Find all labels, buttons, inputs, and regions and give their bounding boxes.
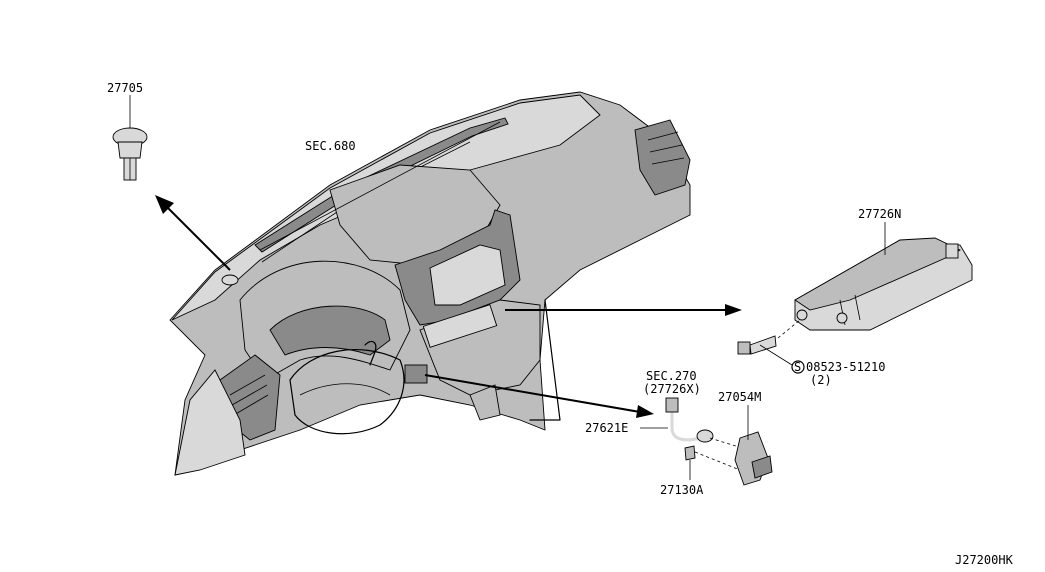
label-sec-270-ref: (27726X) (643, 382, 701, 396)
label-27621E: 27621E (585, 421, 628, 435)
label-bolt-symbol: S (794, 360, 801, 374)
label-08523-51210: 08523-51210 (806, 360, 885, 374)
label-27130A: 27130A (660, 483, 704, 497)
label-diagram-code: J27200HK (955, 553, 1014, 567)
label-sec-270: SEC.270 (646, 369, 697, 383)
label-27705: 27705 (107, 81, 143, 95)
label-27726N: 27726N (858, 207, 901, 221)
label-sec-680: SEC.680 (305, 139, 356, 153)
sensor-hose-group (665, 397, 773, 486)
dashboard-assembly (169, 91, 691, 476)
label-27054M: 27054M (718, 390, 761, 404)
clip-27705 (112, 95, 148, 181)
bolt-08523 (737, 319, 805, 374)
label-bolt-qty: (2) (810, 373, 832, 387)
unit-27726N (794, 222, 973, 331)
leader-arrows (155, 195, 742, 418)
